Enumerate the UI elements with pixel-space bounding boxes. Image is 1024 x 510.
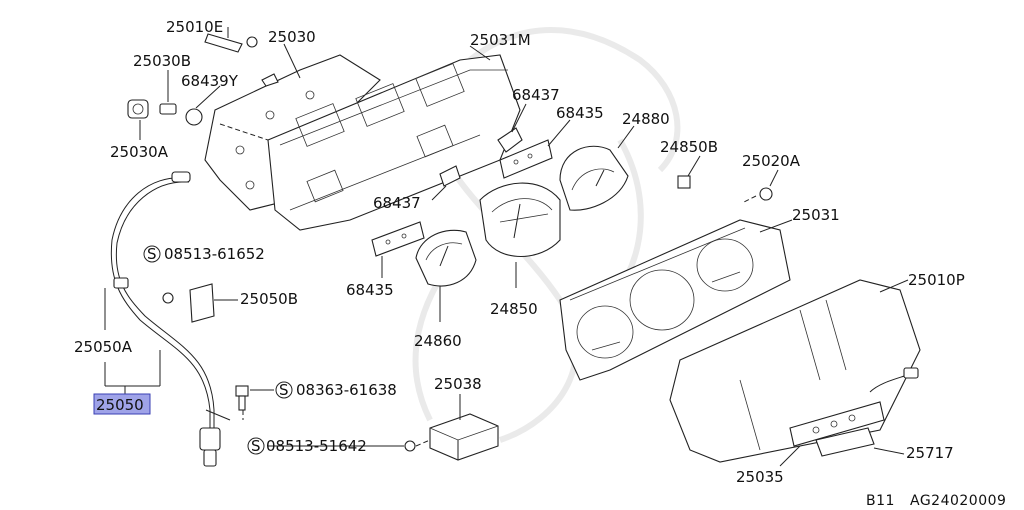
s-symbol-3: S [251, 437, 261, 455]
label-25050B: 25050B [240, 290, 298, 308]
screw-08363-61638: S [235, 381, 293, 420]
s-symbol-2: S [279, 381, 289, 399]
label-24860: 24860 [414, 332, 462, 350]
part-25020A-screw [743, 169, 779, 203]
part-24850B-terminal [677, 155, 701, 189]
label-25050A: 25050A [74, 338, 133, 356]
label-25010E: 25010E [166, 18, 223, 36]
part-68437-plate-top [497, 103, 527, 153]
label-25030B: 25030B [133, 52, 191, 70]
label-68437-lower: 68437 [373, 194, 421, 212]
callout-25050A [104, 288, 161, 394]
part-25031-cluster-housing [559, 219, 793, 381]
label-25010P: 25010P [908, 271, 965, 289]
part-25030A-socket [127, 99, 149, 140]
label-24850B: 24850B [660, 138, 718, 156]
screw-08513-51642: S [247, 437, 431, 455]
label-25035: 25035 [736, 468, 784, 486]
footer-code: AG24020009 [910, 493, 1006, 509]
part-24860-gauge [415, 229, 477, 322]
part-68439Y-bulb [185, 73, 279, 126]
part-25038-unit [429, 394, 499, 461]
label-25030A: 25030A [110, 143, 169, 161]
label-68439Y: 68439Y [181, 72, 239, 90]
label-24850: 24850 [490, 300, 538, 318]
part-68435-panel-top [499, 119, 571, 179]
part-25030B-clip [159, 70, 177, 115]
screw-08513-61652: S [143, 245, 161, 263]
label-68435-lower: 68435 [346, 281, 394, 299]
part-25035-switch-plate [779, 401, 885, 467]
label-24880: 24880 [622, 110, 670, 128]
label-25717: 25717 [906, 444, 954, 462]
part-68435-panel-lower [371, 221, 425, 278]
part-25050-speedometer-cable [110, 171, 231, 467]
label-08363-61638: 08363-61638 [296, 381, 397, 399]
label-25031M: 25031M [470, 31, 531, 49]
label-25031: 25031 [792, 206, 840, 224]
label-08513-51642: 08513-51642 [266, 437, 367, 455]
s-symbol-1: S [147, 245, 157, 263]
footer-model: B11 [866, 493, 895, 509]
part-25717-strip [815, 427, 905, 457]
part-25050B-bracket [162, 283, 238, 323]
label-25050: 25050 [96, 396, 144, 414]
label-25020A: 25020A [742, 152, 801, 170]
part-68437-plate-lower [431, 165, 461, 201]
highlight-25050 [93, 393, 151, 415]
part-24850-speedometer [479, 182, 561, 288]
label-25030: 25030 [268, 28, 316, 46]
part-25010E-hose [204, 27, 258, 53]
part-24880-gauge [559, 125, 635, 211]
label-68435-top: 68435 [556, 104, 604, 122]
label-08513-61652: 08513-61652 [164, 245, 265, 263]
label-68437-top: 68437 [512, 86, 560, 104]
label-25038: 25038 [434, 375, 482, 393]
